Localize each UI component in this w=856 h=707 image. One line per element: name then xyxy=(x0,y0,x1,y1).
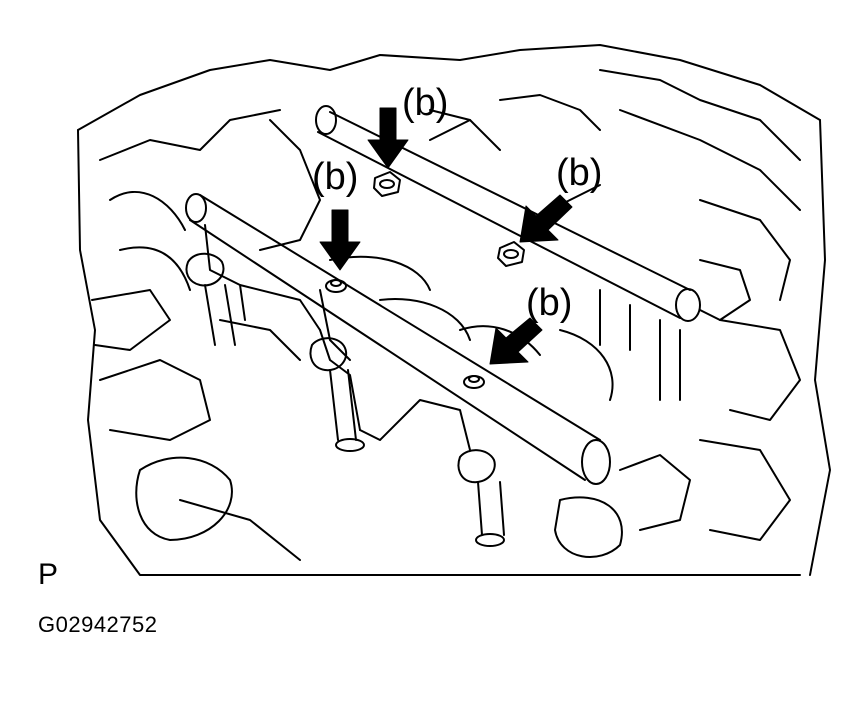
view-code-label: P xyxy=(38,558,59,591)
figure-id-label: G02942752 xyxy=(38,612,158,637)
bolt-front-left xyxy=(325,279,347,293)
callout-label: (b) xyxy=(556,152,603,194)
bolt-front-right xyxy=(463,375,485,389)
arrow-down-left-icon xyxy=(489,317,543,365)
injector-connectors xyxy=(185,252,505,547)
bolts xyxy=(325,171,525,389)
callout-arrows xyxy=(319,107,573,365)
bolt-rear-left xyxy=(373,171,401,197)
arrow-down-icon xyxy=(319,209,361,271)
callout-label: (b) xyxy=(312,156,359,198)
bolt-rear-right xyxy=(497,241,525,267)
front-delivery-pipe xyxy=(185,193,611,485)
callout-label: (b) xyxy=(526,282,573,324)
arrow-down-icon xyxy=(367,107,409,169)
engine-background xyxy=(77,44,831,576)
arrow-down-left-icon xyxy=(519,194,573,243)
callout-label: (b) xyxy=(402,82,449,124)
